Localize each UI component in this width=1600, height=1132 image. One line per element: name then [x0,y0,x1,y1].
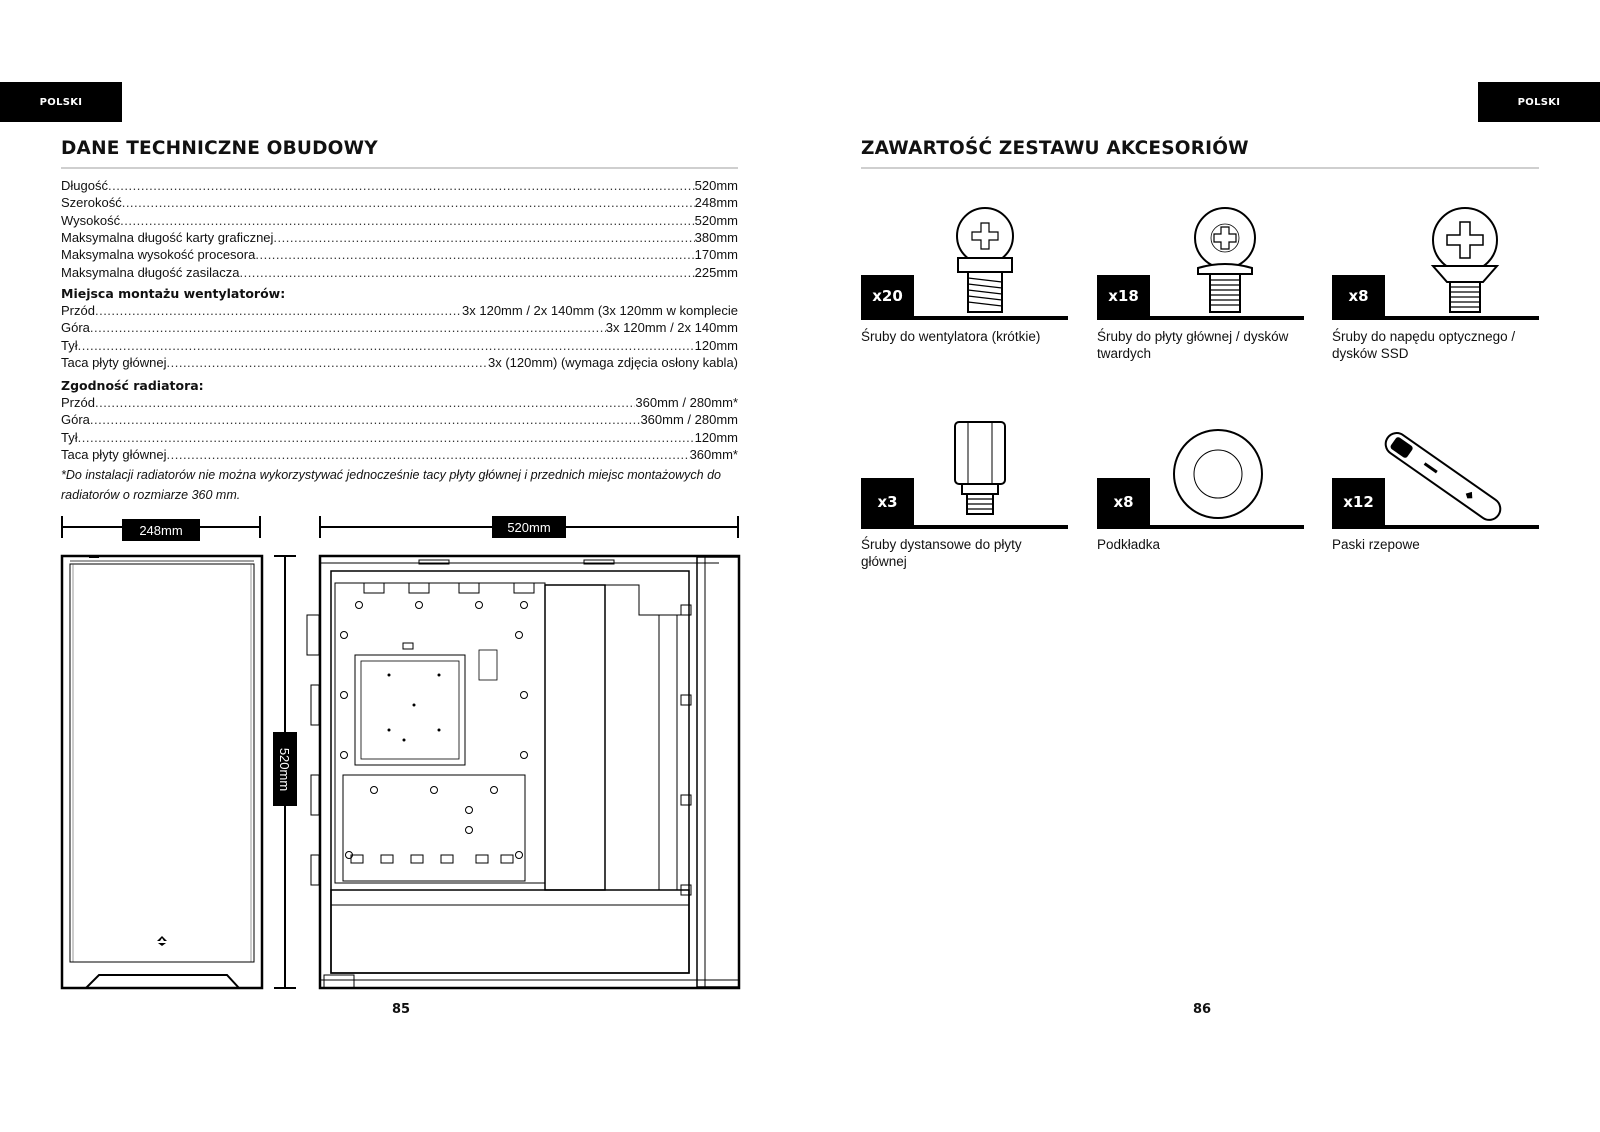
specs-title: DANE TECHNICZNE OBUDOWY [61,138,378,159]
leader-dots: ........................................… [94,303,462,318]
spec-label: Góra [61,320,90,336]
leader-dots: ........................................… [77,429,695,445]
spec-label: Góra [61,412,90,428]
leader-dots: ........................................… [120,212,695,228]
spec-row: Maksymalna wysokość procesora...........… [61,246,738,263]
spec-value: 360mm* [689,446,738,462]
leader-dots: ........................................… [239,264,695,280]
accessory-baseline [1332,525,1539,529]
leader-dots: ........................................… [255,247,695,263]
ssd-screw-icon [1430,207,1500,313]
spec-label: Tył [61,337,78,353]
leader-dots: ........................................… [121,195,695,211]
spec-value: 225mm [694,264,738,280]
spec-value: 120mm [694,337,738,353]
radiator-note: *Do instalacji radiatorów nie można wyko… [61,468,722,502]
spec-label: Długość [61,178,108,193]
page-number-right: 86 [1193,1002,1212,1017]
accessory-baseline [861,525,1068,529]
quantity-badge: x8 [1097,478,1150,525]
language-tab-left: POLSKI [0,82,122,122]
radiator-row: Tył.....................................… [61,429,738,446]
accessories-title: ZAWARTOŚĆ ZESTAWU AKCESORIÓW [861,138,1249,159]
spec-value: 520mm [694,178,738,193]
standoff-icon [954,421,1006,515]
spec-row: Maksymalna długość karty graficznej.....… [61,229,738,246]
spec-value: 3x 120mm / 2x 140mm (3x 120mm w kompleci… [462,303,738,318]
spec-row: Długość.................................… [61,177,738,194]
spec-label: Taca płyty głównej [61,354,167,370]
leader-dots: ........................................… [273,229,694,245]
accessory-baseline [1097,316,1304,320]
height-dimension-label: 520mm [277,747,293,791]
spec-label: Tył [61,429,78,445]
spec-label: Taca płyty głównej [61,446,167,462]
spec-value: 360mm / 280mm [640,412,738,428]
leader-dots: ........................................… [107,178,695,193]
accessories-title-rule [861,167,1539,169]
case-side-view [306,554,741,990]
height-dimension-label-box: 520mm [273,732,297,806]
accessory-label: Podkładka [1097,537,1161,552]
accessory-label: Śruby do wentylatora (krótkie) [861,329,1041,344]
radiator-row: Przód...................................… [61,394,738,411]
quantity-badge: x8 [1332,275,1385,316]
accessory-baseline [861,316,1068,320]
spec-value: 520mm [694,212,738,228]
page-number-left: 85 [392,1002,411,1017]
spec-value: 380mm [694,229,738,245]
fan-screw-icon [956,207,1014,313]
cable-tie-icon [1384,432,1502,521]
spec-value: 170mm [694,247,738,263]
spec-label: Przód [61,303,95,318]
fan-row: Góra....................................… [61,319,738,336]
washer-icon [1173,429,1263,519]
spec-value: 248mm [694,195,738,211]
leader-dots: ........................................… [89,320,606,336]
leader-dots: ........................................… [94,395,635,410]
length-dimension-label: 520mm [492,516,566,538]
spec-label: Maksymalna długość karty graficznej [61,229,274,245]
spec-value: 3x (120mm) (wymaga zdjęcia osłony kabla) [488,354,738,370]
quantity-badge: x18 [1097,275,1150,316]
fan-row: Tył.....................................… [61,337,738,354]
radiator-heading: Zgodność radiatora: [61,378,204,393]
spec-label: Szerokość [61,195,122,211]
motherboard-screw-icon [1194,207,1256,313]
accessory-baseline [1097,525,1304,529]
spec-value: 360mm / 280mm* [635,395,738,410]
quantity-badge: x3 [861,478,914,525]
spec-label: Wysokość [61,212,121,228]
case-front-view [60,554,264,990]
radiator-row: Taca płyty głównej......................… [61,446,738,463]
specs-title-rule [61,167,738,169]
quantity-badge: x12 [1332,478,1385,525]
leader-dots: ........................................… [77,337,695,353]
leader-dots: ........................................… [89,412,641,428]
radiator-row: Góra....................................… [61,411,738,428]
spec-label: Maksymalna długość zasilacza [61,264,240,280]
spec-label: Maksymalna wysokość procesora [61,247,256,263]
accessory-baseline [1332,316,1539,320]
spec-row: Maksymalna długość zasilacza............… [61,264,738,281]
fan-row: Taca płyty głównej......................… [61,354,738,371]
spec-value: 120mm [694,429,738,445]
leader-dots: ........................................… [166,446,690,462]
spec-row: Wysokość................................… [61,212,738,229]
accessory-label: Paski rzepowe [1332,537,1420,552]
accessory-label: Śruby do napędu optycznego / dysków SSD [1332,329,1516,361]
fans-heading: Miejsca montażu wentylatorów: [61,286,286,301]
accessory-label: Śruby do płyty głównej / dysków twardych [1097,329,1289,361]
spec-label: Przód [61,395,95,410]
spec-value: 3x 120mm / 2x 140mm [605,320,738,336]
quantity-badge: x20 [861,275,914,316]
width-dimension-label: 248mm [122,519,200,541]
leader-dots: ........................................… [166,354,489,370]
spec-row: Szerokość...............................… [61,194,738,211]
language-tab-right: POLSKI [1478,82,1600,122]
accessory-label: Śruby dystansowe do płyty głównej [861,537,1022,569]
fan-row: Przód...................................… [61,302,738,319]
